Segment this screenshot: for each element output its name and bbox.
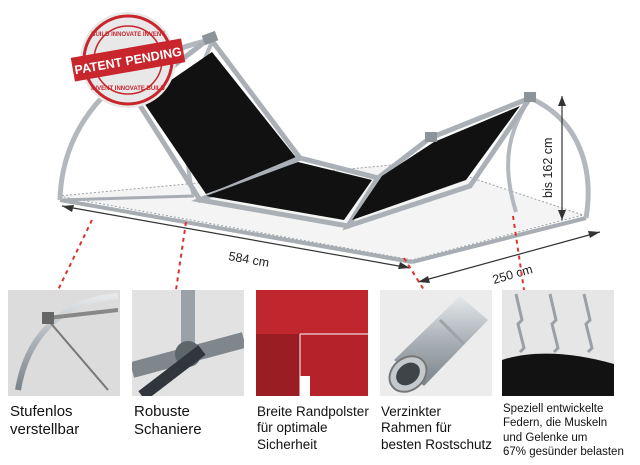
leader-lines — [57, 215, 525, 290]
feature-caption-springs: Speziell entwickelte Federn, die Muskeln… — [503, 403, 624, 459]
feature-caption-hinges: Robuste Schaniere — [134, 403, 202, 439]
base-rail-front — [59, 198, 413, 264]
springs-photo — [502, 290, 614, 396]
patent-pending-badge: PATENT PENDING BUILD INNOVATE INVENT INV… — [70, 12, 186, 108]
center-mat — [206, 162, 372, 220]
right-mat — [352, 106, 520, 220]
length-dimension-line — [61, 205, 411, 269]
hinge-photo — [132, 290, 244, 396]
width-dimension-line — [417, 231, 601, 283]
feature-caption-galvanized: Verzinkter Rahmen für besten Rostschutz — [381, 404, 493, 452]
feature-caption-adjustable: Stufenlos verstellbar — [10, 403, 80, 439]
edge-padding-photo — [256, 290, 368, 396]
base-rail-back — [411, 216, 587, 264]
adjustable-arch-photo — [8, 290, 120, 396]
trampoline-illustration: 584 cm 250 cm bis 162 cm PATENT PENDING … — [57, 12, 601, 290]
left-mat — [142, 52, 298, 194]
badge-ring-top: BUILD INNOVATE INVENT — [91, 32, 165, 38]
galvanized-tube-photo — [380, 290, 492, 396]
length-label: 584 cm — [227, 249, 270, 270]
badge-ring-bottom: INVENT INNOVATE BUILD — [91, 86, 165, 92]
height-label: bis 162 cm — [541, 138, 555, 198]
feature-caption-padding: Breite Randpolster für optimale Sicherhe… — [257, 404, 369, 452]
right-legrest-frame — [342, 92, 537, 231]
base-rail-left — [59, 194, 195, 202]
right-arch — [528, 95, 591, 219]
width-label: 250 cm — [491, 262, 534, 287]
